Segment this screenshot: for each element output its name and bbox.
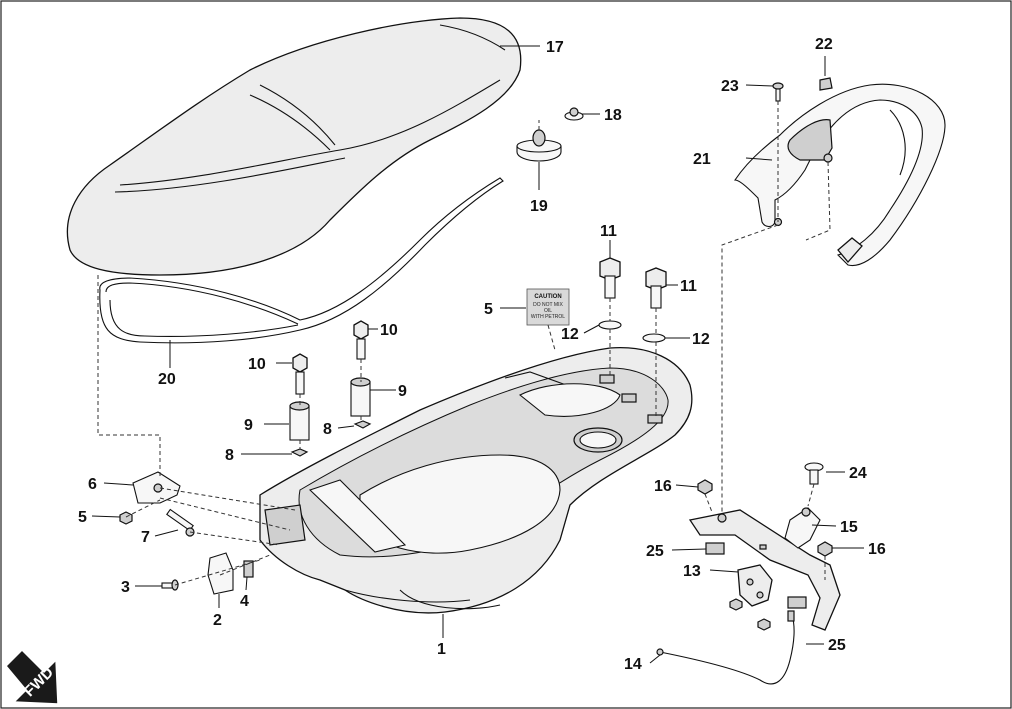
cap-part-22 — [819, 77, 833, 91]
nut-part-8-right — [353, 420, 372, 429]
callout-13: 13 — [683, 563, 701, 580]
caution-label-line-3: WITH PETROL — [531, 314, 565, 320]
caution-label-line-2: OIL — [544, 308, 552, 314]
bolt-part-10-right — [353, 320, 369, 360]
fwd-arrow-icon: FWD — [4, 648, 59, 705]
pad-part-25-lower — [787, 596, 807, 609]
seat-seal-part-20 — [99, 177, 504, 344]
bolt-part-11-left — [599, 257, 621, 299]
callout-17: 17 — [546, 39, 564, 56]
plate-part-4 — [243, 560, 254, 578]
callout-12-left: 12 — [561, 326, 579, 343]
caution-label-line-1: DO NOT MIX — [533, 302, 563, 308]
callout-25-upper: 25 — [646, 543, 664, 560]
callout-16-lower: 16 — [868, 541, 886, 558]
bolt-part-11-right — [645, 267, 667, 309]
nut-part-16-lower — [817, 541, 833, 557]
caution-label-part-5: CAUTION DO NOT MIX OIL WITH PETROL — [526, 288, 570, 326]
callout-8-right: 8 — [323, 421, 332, 438]
callout-4: 4 — [240, 593, 249, 610]
callout-12-right: 12 — [692, 331, 710, 348]
callout-5-caution: 5 — [484, 301, 493, 318]
bolt-part-10-left — [292, 353, 308, 395]
callout-19: 19 — [530, 198, 548, 215]
buffer-part-19 — [516, 129, 562, 162]
nut-part-5 — [119, 511, 133, 525]
collar-part-9-right — [350, 377, 371, 417]
callout-2: 2 — [213, 612, 222, 629]
callout-1: 1 — [437, 641, 446, 658]
caution-label-title: CAUTION — [534, 294, 561, 300]
callout-16-upper: 16 — [654, 478, 672, 495]
bolt-part-23 — [772, 82, 784, 102]
callout-23: 23 — [721, 78, 739, 95]
callout-9-right: 9 — [398, 383, 407, 400]
assembly-lines — [97, 101, 831, 586]
latch-nut-right — [757, 618, 771, 631]
callout-11-right: 11 — [680, 278, 697, 295]
callout-6: 6 — [88, 476, 97, 493]
callout-8-left: 8 — [225, 447, 234, 464]
callout-15: 15 — [840, 519, 858, 536]
seat-latch-part-13 — [737, 564, 773, 607]
callout-24: 24 — [849, 465, 867, 482]
screw-part-24 — [804, 462, 824, 485]
callout-9-left: 9 — [244, 417, 253, 434]
callout-22: 22 — [815, 36, 833, 53]
bracket-part-15 — [688, 507, 841, 631]
callout-10-left: 10 — [248, 356, 266, 373]
hinge-plate-part-2 — [207, 552, 234, 595]
callout-21: 21 — [693, 151, 711, 168]
callouts: 17 18 19 20 5 11 11 12 12 10 10 9 9 8 8 … — [78, 36, 886, 673]
callout-3: 3 — [121, 579, 130, 596]
nut-part-16-upper — [697, 479, 713, 495]
callout-11-left: 11 — [600, 223, 617, 240]
callout-5-nut: 5 — [78, 509, 87, 526]
collar-part-9-left — [289, 401, 310, 441]
callout-25-lower: 25 — [828, 637, 846, 654]
luggage-box-part-1 — [259, 346, 693, 614]
stopper-part-18 — [564, 107, 584, 121]
carrier-part-21 — [733, 83, 946, 267]
seat-cable-part-14 — [656, 610, 795, 685]
callout-10-right: 10 — [380, 322, 398, 339]
callout-14: 14 — [624, 656, 642, 673]
washer-part-12-right — [642, 333, 666, 343]
nut-part-8-left — [290, 448, 309, 457]
washer-part-12-left — [598, 320, 622, 330]
seat-part-17 — [66, 17, 522, 276]
callout-7: 7 — [141, 529, 150, 546]
pad-part-25-upper — [705, 542, 725, 555]
callout-20: 20 — [158, 371, 176, 388]
latch-nut-left — [729, 598, 743, 611]
leader-lines — [91, 45, 864, 664]
callout-18: 18 — [604, 107, 622, 124]
